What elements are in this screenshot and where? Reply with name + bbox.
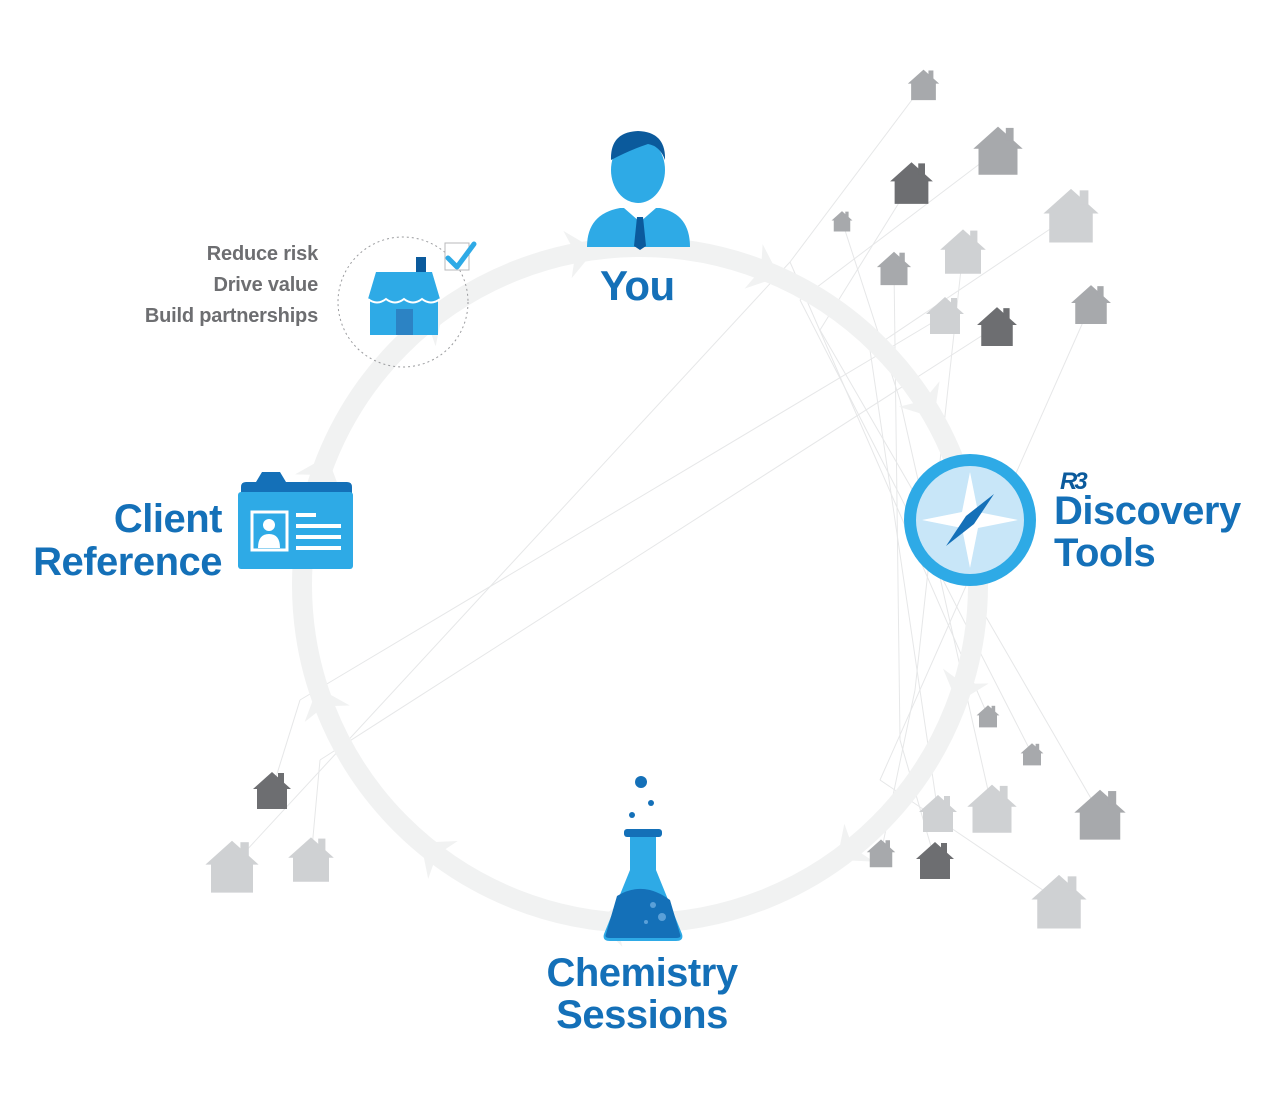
arrow-icon: [304, 687, 350, 722]
house-icon: [967, 784, 1017, 833]
checkmark-icon: [444, 241, 477, 271]
house-icon: [288, 837, 334, 882]
house-icon: [205, 840, 259, 893]
house-icon: [916, 842, 954, 879]
discovery-line-1: Discovery: [1054, 489, 1241, 533]
house-icon: [907, 69, 940, 101]
discovery-tools-label: Discovery Tools: [1054, 490, 1241, 574]
arrow-icon: [898, 381, 940, 418]
arrow-icon: [420, 841, 458, 879]
house-icon: [831, 211, 853, 232]
benefit-item: Drive value: [213, 274, 318, 296]
house-icon: [977, 307, 1017, 346]
house-icon: [253, 772, 291, 809]
house-icon: [919, 795, 957, 832]
house-icon: [890, 162, 933, 204]
benefits-list: Reduce risk Drive value Build partnershi…: [96, 239, 318, 332]
house-icon: [973, 126, 1023, 175]
arrow-icon: [295, 456, 341, 491]
client-line-1: Client: [113, 497, 223, 541]
house-icon: [876, 251, 912, 286]
id-card-folder-icon: [238, 472, 353, 569]
r3-brand-mark: R3: [1060, 468, 1088, 495]
house-icon: [1043, 188, 1099, 243]
flask-icon: [603, 776, 683, 941]
house-icon: [1031, 874, 1087, 929]
house-icon: [1020, 743, 1044, 766]
benefit-item: Reduce risk: [206, 243, 318, 265]
discovery-line-2: Tools: [1054, 531, 1156, 575]
house-icon: [976, 705, 1000, 728]
agency-house-icon: [337, 236, 469, 368]
arrow-icon: [837, 823, 874, 862]
chemistry-line-2: Sessions: [556, 993, 728, 1037]
house-icon: [1071, 285, 1111, 324]
chemistry-sessions-label: Chemistry Sessions: [516, 952, 768, 1036]
arrow-icon: [943, 668, 989, 703]
house-icon: [1074, 789, 1126, 840]
benefit-item: Build partnerships: [144, 305, 318, 327]
person-icon: [587, 131, 690, 250]
house-icon: [940, 229, 986, 274]
client-reference-label: Client Reference: [0, 498, 222, 584]
arrow-icon: [563, 230, 596, 279]
client-line-2: Reference: [33, 540, 222, 584]
arrow-icon: [744, 244, 780, 289]
compass-icon: [904, 454, 1036, 586]
chemistry-line-1: Chemistry: [546, 951, 738, 995]
house-icon: [926, 297, 964, 334]
you-label: You: [600, 262, 675, 309]
